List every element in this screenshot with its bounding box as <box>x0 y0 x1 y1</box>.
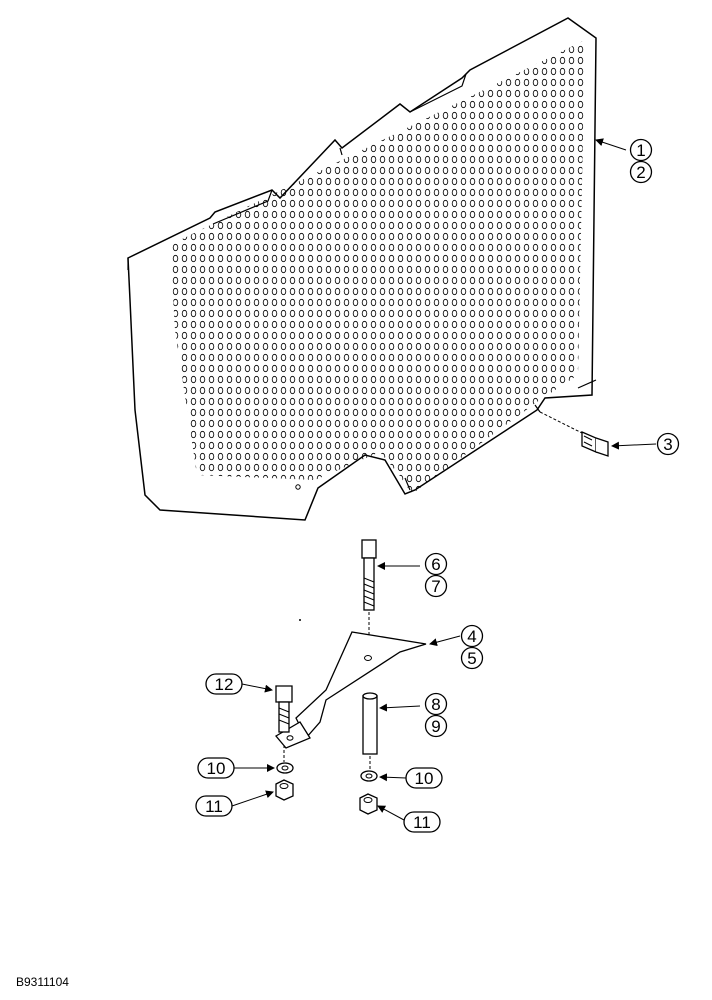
svg-text:10: 10 <box>415 769 434 788</box>
svg-text:3: 3 <box>663 435 672 454</box>
callout-10-left: 10 <box>197 757 235 779</box>
svg-text:1: 1 <box>636 141 645 160</box>
spacer-tube <box>362 692 378 772</box>
svg-text:7: 7 <box>431 577 440 596</box>
long-bolt <box>361 539 377 652</box>
svg-text:5: 5 <box>467 649 476 668</box>
panel-hole-pattern <box>170 40 585 494</box>
leader-lines <box>231 138 657 821</box>
callout-5: 5 <box>460 646 484 670</box>
panel-mount-hole <box>295 484 301 490</box>
nut-left <box>275 779 294 801</box>
svg-text:11: 11 <box>205 797 223 816</box>
callout-7: 7 <box>424 574 448 598</box>
svg-text:4: 4 <box>467 627 476 646</box>
svg-text:2: 2 <box>636 163 645 182</box>
washer-right <box>360 770 378 782</box>
callout-2: 2 <box>629 160 653 184</box>
svg-text:11: 11 <box>413 813 431 832</box>
callout-3: 3 <box>656 432 680 456</box>
nut-right <box>359 793 378 815</box>
triangular-bracket <box>275 631 427 749</box>
callout-4: 4 <box>460 624 484 648</box>
perforated-screen-panel <box>127 17 597 521</box>
small-bolt <box>275 685 293 762</box>
callout-11-left: 11 <box>195 795 233 817</box>
washer-left <box>276 762 294 774</box>
callout-9: 9 <box>424 714 448 738</box>
svg-text:6: 6 <box>431 555 440 574</box>
svg-text:12: 12 <box>215 675 234 694</box>
panel-notches <box>127 147 597 491</box>
callout-6: 6 <box>424 552 448 576</box>
figure-id-label: B9311104 <box>16 975 69 989</box>
callout-11-right: 11 <box>403 811 441 833</box>
stray-dot <box>299 619 301 621</box>
callout-12: 12 <box>205 673 243 695</box>
panel-bolt <box>539 411 609 457</box>
callout-8: 8 <box>424 692 448 716</box>
callout-10-right: 10 <box>405 767 443 789</box>
callout-1: 1 <box>629 138 653 162</box>
svg-text:10: 10 <box>207 759 226 778</box>
svg-text:9: 9 <box>431 717 440 736</box>
svg-text:8: 8 <box>431 695 440 714</box>
